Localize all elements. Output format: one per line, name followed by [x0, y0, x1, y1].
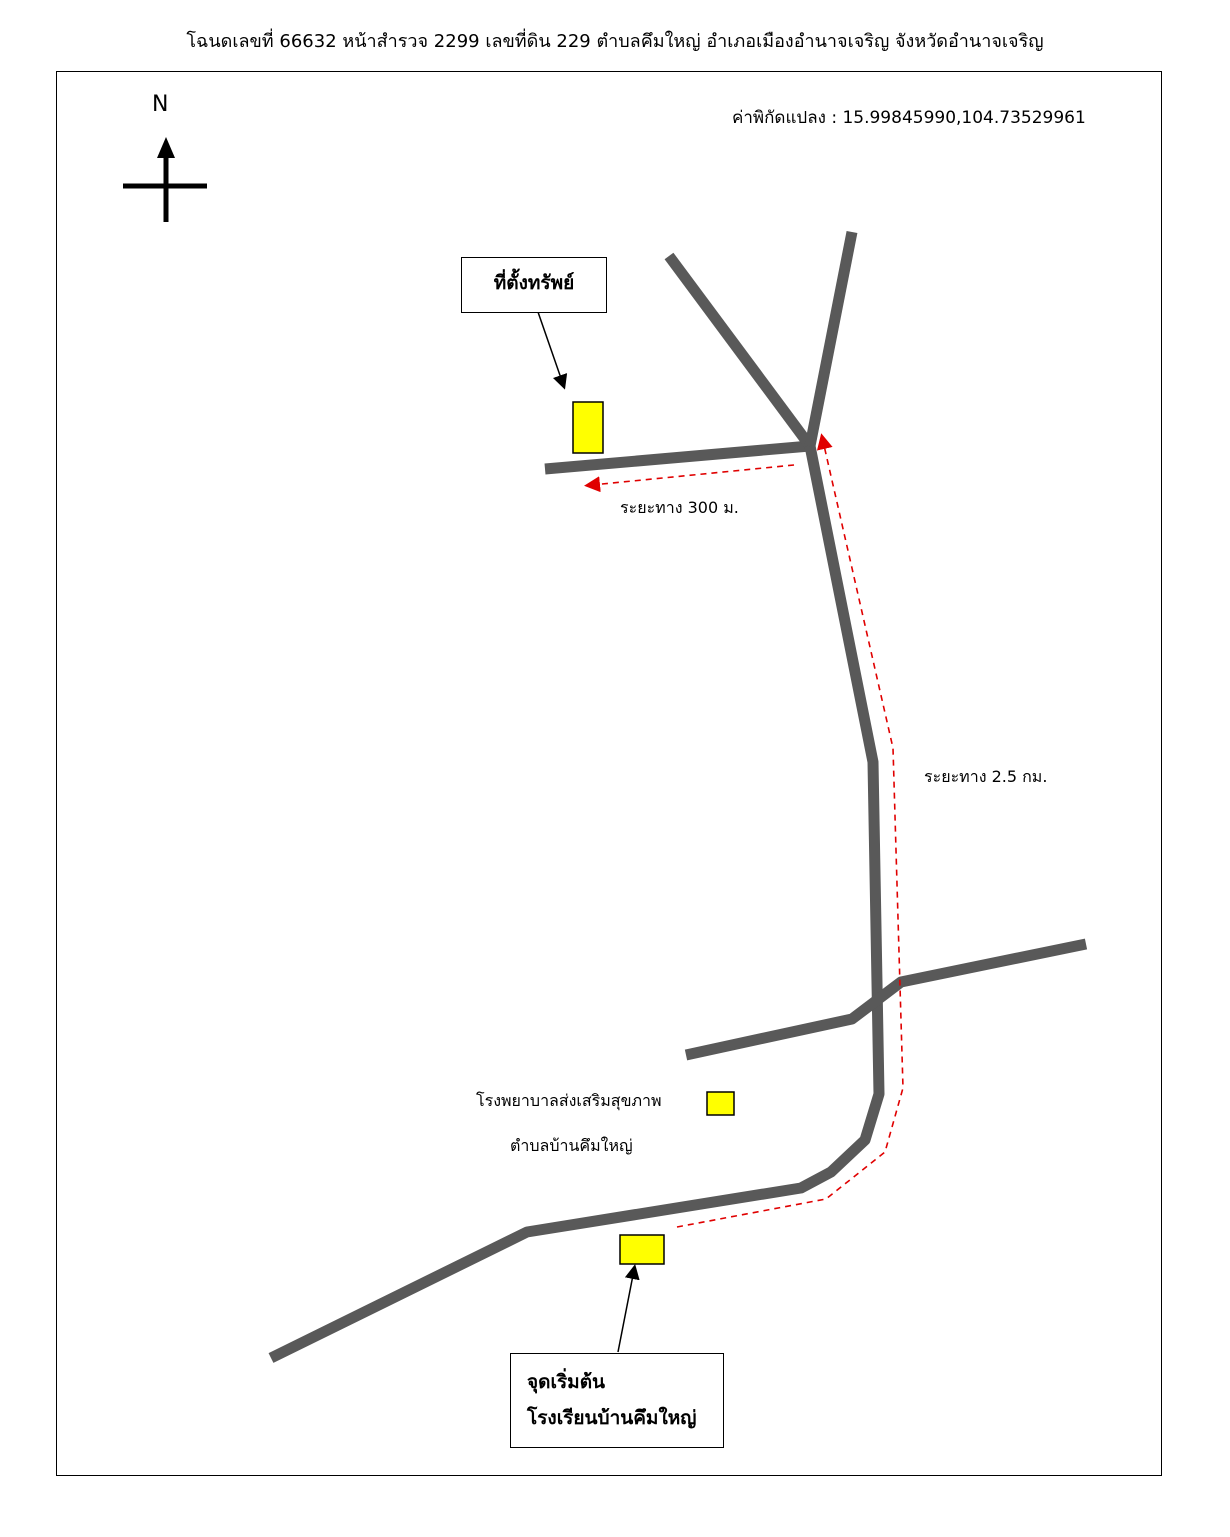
start-label-line2: โรงเรียนบ้านคึมใหญ่ [527, 1407, 697, 1429]
route-main [676, 433, 904, 1228]
north-label: N [152, 92, 169, 117]
property-callout-arrow [537, 311, 568, 390]
road-property-branch [544, 440, 811, 475]
hospital-marker [706, 1091, 735, 1116]
map-frame [56, 71, 1162, 1476]
road-north [804, 230, 858, 448]
map-title: โฉนดเลขที่ 66632 หน้าสำรวจ 2299 เลขที่ดิ… [186, 31, 1044, 52]
road-cross [684, 938, 1088, 1061]
road-main [268, 444, 885, 1363]
north-arrow-icon [123, 137, 207, 222]
road-northwest [664, 252, 815, 450]
start-callout: จุดเริ่มต้น โรงเรียนบ้านคึมใหญ่ [510, 1353, 724, 1448]
start-label-line1: จุดเริ่มต้น [527, 1371, 606, 1393]
property-marker [572, 401, 604, 454]
distance-short-label: ระยะทาง 300 ม. [620, 498, 739, 517]
school-marker [619, 1234, 665, 1265]
route-to-property [584, 464, 795, 493]
distance-long-label: ระยะทาง 2.5 กม. [924, 767, 1048, 786]
hospital-label-line2: ตำบลบ้านคึมใหญ่ [510, 1136, 633, 1155]
start-callout-arrow [617, 1264, 640, 1353]
hospital-label-line1: โรงพยาบาลส่งเสริมสุขภาพ [476, 1091, 662, 1110]
coordinates-label: ค่าพิกัดแปลง : 15.99845990,104.73529961 [732, 108, 1086, 128]
property-callout: ที่ตั้งทรัพย์ [461, 257, 607, 313]
property-label: ที่ตั้งทรัพย์ [493, 272, 575, 294]
